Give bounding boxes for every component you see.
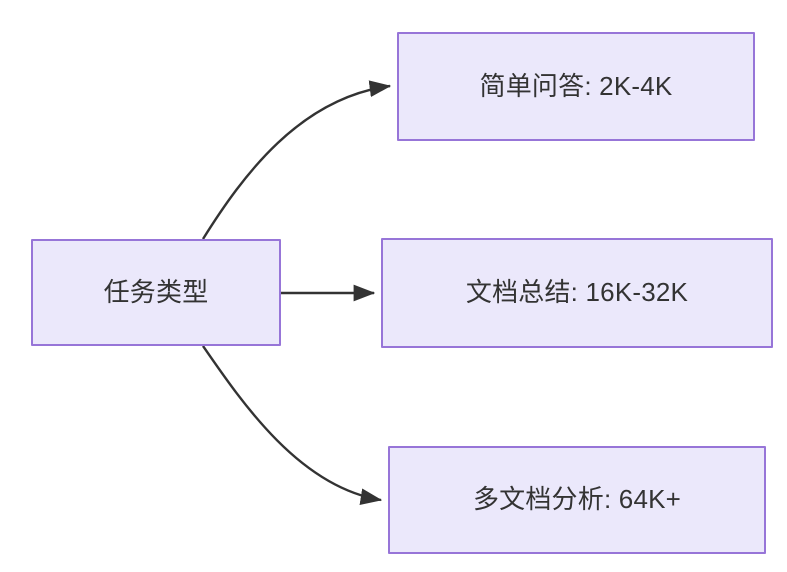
node-root-label: 任务类型 bbox=[103, 276, 209, 307]
node-simple-qa[interactable]: 简单问答: 2K-4K bbox=[397, 32, 755, 141]
node-doc-summary[interactable]: 文档总结: 16K-32K bbox=[381, 238, 773, 348]
node-root[interactable]: 任务类型 bbox=[31, 239, 281, 346]
edge-root-to-simple-qa bbox=[201, 80, 392, 240]
edge-root-to-multi-doc bbox=[202, 345, 383, 506]
node-multi-doc[interactable]: 多文档分析: 64K+ bbox=[388, 446, 766, 554]
node-simple-qa-label: 简单问答: 2K-4K bbox=[479, 70, 673, 101]
node-doc-summary-label: 文档总结: 16K-32K bbox=[465, 277, 689, 308]
node-multi-doc-label: 多文档分析: 64K+ bbox=[472, 484, 682, 515]
